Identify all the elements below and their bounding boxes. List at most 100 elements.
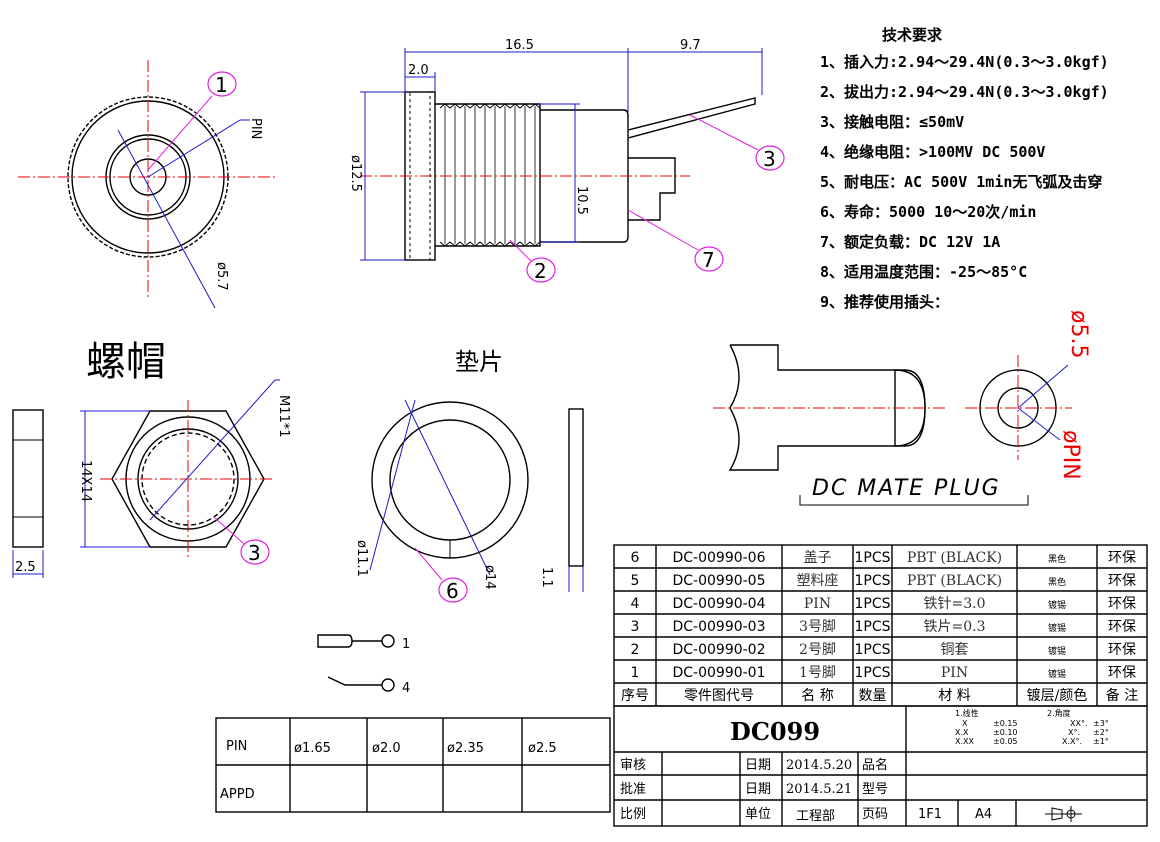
- tol-value: ±3°: [1093, 719, 1109, 728]
- pin-value: ø2.0: [372, 741, 401, 756]
- balloon-nut-3: [240, 539, 270, 565]
- balloon-2: [526, 257, 556, 283]
- balloon-3-text: 3: [763, 147, 776, 171]
- nut-thread: M11*1: [276, 395, 291, 438]
- unit-label: 单位: [745, 807, 771, 822]
- bom-row-cell: 盖子: [804, 550, 832, 566]
- pin-value: ø2.5: [528, 741, 557, 756]
- bom-row-cell: 塑料座: [797, 573, 839, 589]
- bom-row-cell: DC-00990-06: [672, 550, 765, 566]
- washer-title: 垫片: [455, 348, 503, 376]
- date-label: 日期: [745, 782, 771, 797]
- balloon-6: [438, 577, 468, 603]
- requirement-item: 7、额定负载：DC 12V 1A: [820, 233, 1000, 251]
- date-1: 2014.5.20: [786, 758, 852, 773]
- bom-row-cell: 环保: [1108, 596, 1136, 612]
- nut-title: 螺帽: [86, 339, 166, 385]
- requirement-item: 1、插入力:2.94～29.4N(0.3～3.0kgf): [820, 53, 1109, 71]
- bom-row-cell: DC-00990-01: [672, 665, 765, 681]
- tol-value: ±0.05: [993, 737, 1018, 746]
- size-value: A4: [975, 807, 992, 822]
- tol-key: XX°.: [1070, 719, 1088, 728]
- bom-row-cell: 黑色: [1048, 553, 1066, 565]
- bom-row-cell: 6: [631, 550, 640, 566]
- washer-inner-dim: ø11.1: [354, 540, 369, 577]
- bom-row-cell: 镀锡: [1048, 622, 1066, 634]
- tol-value: ±0.15: [993, 719, 1018, 728]
- terminal-2: [628, 157, 676, 221]
- page-value: 1F1: [918, 807, 942, 822]
- nut-side: [12, 409, 44, 548]
- bom-row-cell: 1: [631, 665, 640, 681]
- dim-total: 16.5: [505, 38, 534, 53]
- bom-row-cell: 环保: [1108, 550, 1136, 566]
- tech-requirements-title: 技术要求: [882, 26, 943, 44]
- tol-key: X: [962, 719, 968, 728]
- bom-header-cell: 零件图代号: [684, 688, 754, 704]
- tech-requirements: 技术要求 1、插入力:2.94～29.4N(0.3～3.0kgf) 2、拔出力:…: [820, 26, 1109, 311]
- tol-key: X.XX: [955, 737, 975, 746]
- balloon-7-text: 7: [702, 248, 715, 272]
- pin-symbols: 1 4: [317, 634, 410, 696]
- pin-value: ø2.35: [447, 741, 484, 756]
- bom-row-cell: PIN: [941, 665, 968, 681]
- bom-row-cell: 1号脚: [799, 665, 836, 681]
- dia-label: ø5.7: [214, 262, 229, 291]
- bom-row-cell: 5: [631, 573, 640, 589]
- washer-outer-dim: ø14: [482, 565, 497, 590]
- plug-pin-dim: øPIN: [1058, 430, 1083, 480]
- title-block: DC099 1.线性 X ±0.15 X.X ±0.10 X.XX ±0.05 …: [613, 705, 1148, 827]
- dim-tail: 9.7: [680, 38, 701, 53]
- bom-row-cell: 镀锡: [1048, 599, 1066, 611]
- date-label: 日期: [745, 758, 771, 773]
- unit-value: 工程部: [796, 809, 835, 824]
- nut-thickness: 2.5: [15, 560, 36, 575]
- dim-diameter: ø12.5: [348, 155, 363, 192]
- pin-table: PIN ø1.65 ø2.0 ø2.35 ø2.5 APPD: [215, 717, 611, 813]
- bom-header-cell: 材 料: [938, 688, 970, 704]
- pin-1-label: 1: [402, 637, 410, 652]
- approve-label: 批准: [620, 782, 646, 797]
- bom-header-cell: 名 称: [801, 688, 833, 704]
- projection-symbol-icon: [1045, 806, 1082, 822]
- tol-key: X.X°.: [1062, 737, 1082, 746]
- requirement-item: 9、推荐使用插头：: [820, 293, 949, 311]
- requirement-item: 8、适用温度范围：-25～85°C: [820, 263, 1027, 281]
- balloon-1: [207, 71, 237, 97]
- page-label: 页码: [862, 807, 888, 822]
- tolerance-linear-title: 1.线性: [955, 708, 979, 718]
- dim-flange: 2.0: [408, 63, 429, 78]
- bom-row-cell: 镀锡: [1048, 668, 1066, 680]
- bom-row-cell: 3: [631, 619, 640, 635]
- balloon-7: [694, 246, 724, 272]
- pin-row-label: PIN: [226, 739, 247, 754]
- bom-row-cell: DC-00990-04: [672, 596, 765, 612]
- bom-row-cell: 环保: [1108, 573, 1136, 589]
- plug-outer-dim: ø5.5: [1066, 310, 1091, 358]
- pin-value: ø1.65: [294, 741, 331, 756]
- bom-row-cell: 铜套: [941, 642, 969, 658]
- plug-body: [728, 344, 926, 471]
- tol-value: ±0.10: [993, 728, 1018, 737]
- bom-row-cell: 1PCS: [854, 642, 890, 658]
- plug-front-inner: [997, 387, 1039, 429]
- date-2: 2014.5.21: [786, 782, 852, 797]
- terminal-3: [627, 97, 756, 139]
- bom-row-cell: 环保: [1108, 619, 1136, 635]
- balloon-6-text: 6: [446, 579, 459, 603]
- pin-label: PIN: [248, 118, 263, 139]
- bom-row-cell: 环保: [1108, 665, 1136, 681]
- scale-label: 比例: [620, 807, 646, 822]
- bom-row-cell: 1PCS: [854, 573, 890, 589]
- washer-views: 垫片 ø11.1 ø14 6 1.1: [354, 348, 584, 603]
- appd-row-label: APPD: [220, 787, 255, 802]
- bom-row-cell: 1PCS: [854, 619, 890, 635]
- bom-row-cell: 黑色: [1048, 576, 1066, 588]
- requirement-item: 5、耐电压：AC 500V 1min无飞弧及击穿: [820, 173, 1102, 191]
- bom-header-cell: 备 注: [1106, 687, 1138, 704]
- review-label: 审核: [620, 758, 646, 773]
- thread-body: [435, 103, 541, 247]
